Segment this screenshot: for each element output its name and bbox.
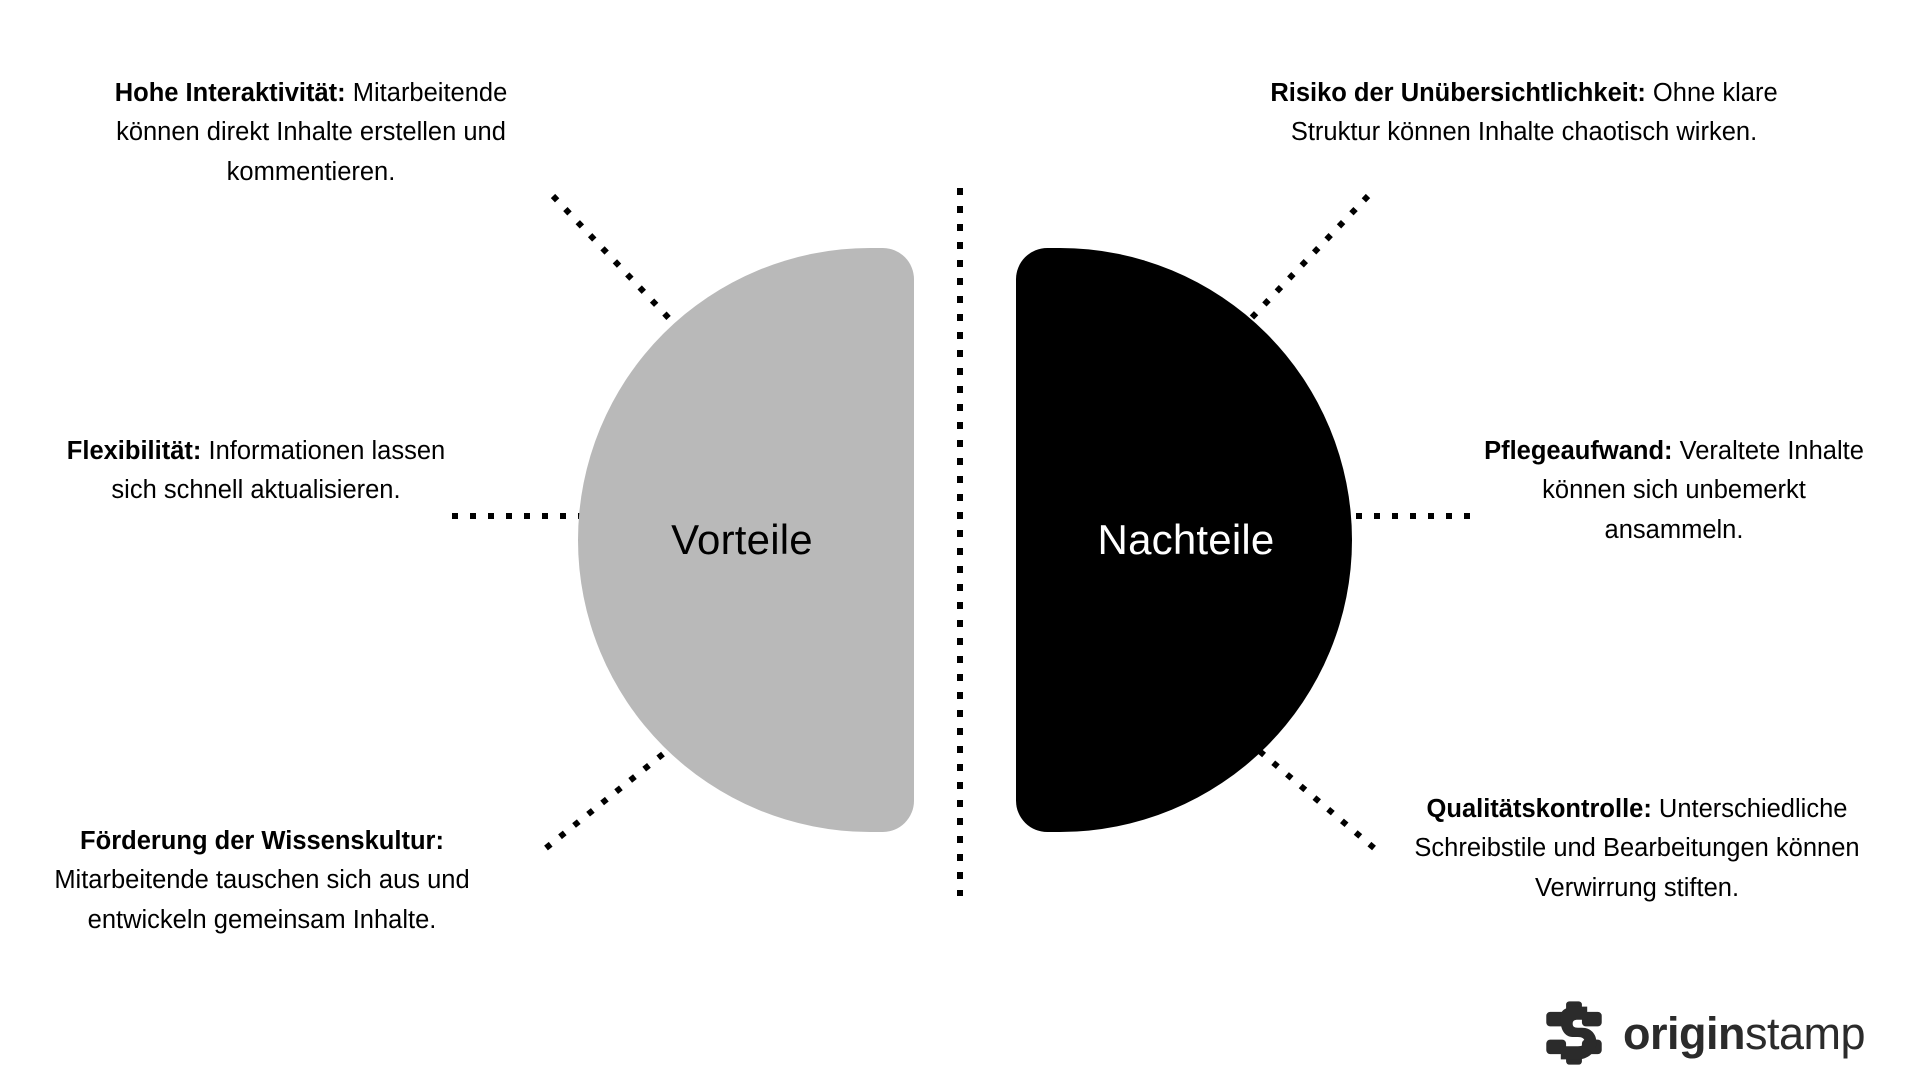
connector-foerderung-der-wissenskultur (544, 739, 680, 851)
logo-word-stamp: stamp (1744, 1007, 1866, 1059)
advantages-semicircle[interactable]: Vorteile (578, 248, 914, 832)
callout-body: Mitarbeitende können direkt Inhalte erst… (116, 79, 508, 186)
callout-title: Pflegeaufwand: (1484, 437, 1673, 465)
originstamp-s-mark (1546, 1001, 1602, 1065)
callout-foerderung-der-wissenskultur: Förderung der Wissenskultur: Mitarbeiten… (36, 822, 488, 940)
callout-pflegeaufwand: Pflegeaufwand: Veraltete Inhalte können … (1478, 432, 1870, 550)
callout-body: Unterschiedliche Schreibstile und Bearbe… (1414, 795, 1860, 902)
callout-title: Qualitätskontrolle: (1426, 795, 1652, 823)
callout-hohe-interaktivitaet: Hohe Interaktivität: Mitarbeitende könne… (96, 74, 526, 192)
callout-title: Förderung der Wissenskultur: (80, 827, 444, 855)
disadvantages-label: Nachteile (1097, 516, 1275, 563)
callout-body: Ohne klare Struktur können Inhalte chaot… (1290, 79, 1778, 147)
callout-body: Mitarbeitende tauschen sich aus und entw… (54, 866, 470, 934)
callout-qualitaetskontrolle: Qualitätskontrolle: Unterschiedliche Sch… (1388, 790, 1886, 908)
callout-risiko-der-unuebersichtlichkeit: Risiko der Unübersichtlichkeit: Ohne kla… (1268, 74, 1780, 153)
connector-risiko-der-unuebersichtlichkeit (1237, 193, 1371, 333)
callout-body: Veraltete Inhalte können sich unbemerkt … (1542, 437, 1864, 544)
originstamp-wordmark: originstamp (1623, 1007, 1866, 1059)
callout-title: Hohe Interaktivität: (114, 79, 346, 107)
callout-title: Flexibilität: (66, 437, 202, 465)
disadvantages-semicircle[interactable]: Nachteile (1016, 248, 1352, 832)
callout-flexibilitaet: Flexibilität: Informationen lassen sich … (56, 432, 456, 511)
callout-title: Risiko der Unübersichtlichkeit: (1270, 79, 1646, 107)
connector-hohe-interaktivitaet (550, 193, 683, 333)
advantages-label: Vorteile (671, 516, 813, 563)
originstamp-logo: originstamp (1541, 1000, 1893, 1066)
connector-qualitaetskontrolle (1242, 735, 1376, 851)
logo-word-origin: origin (1623, 1007, 1745, 1059)
callout-body: Informationen lassen sich schnell aktual… (111, 437, 446, 505)
